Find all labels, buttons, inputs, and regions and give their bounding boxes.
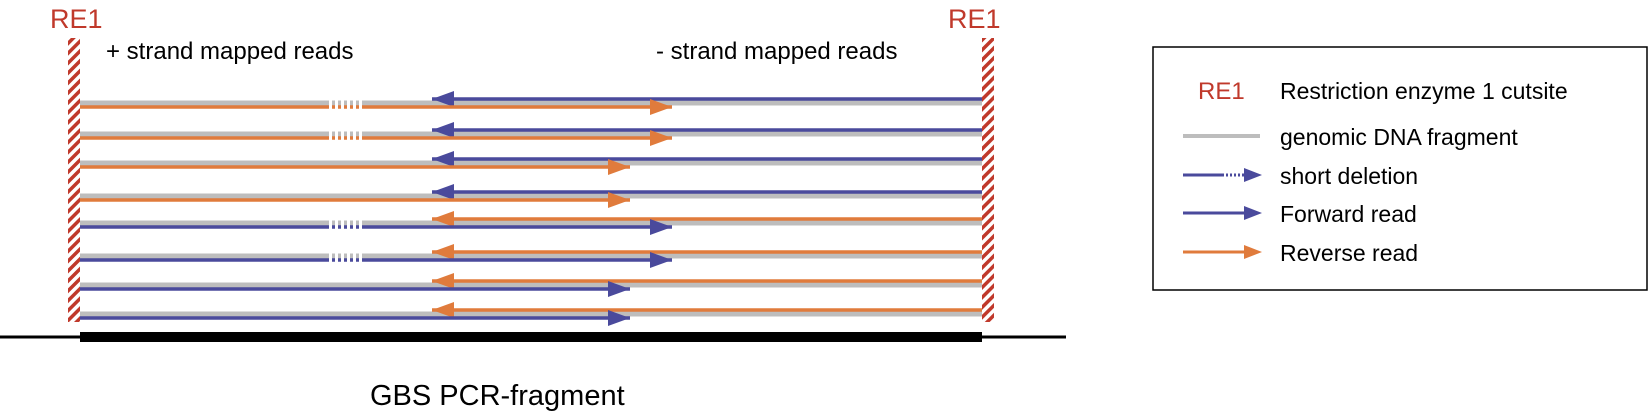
minus-strand-label: - strand mapped reads	[656, 38, 897, 65]
pcr-fragment	[80, 332, 982, 342]
read-row	[80, 91, 982, 115]
reverse-read-head	[650, 130, 672, 146]
legend-deletion-head	[1244, 168, 1262, 182]
forward-read-head	[432, 151, 454, 167]
legend-re1-symbol: RE1	[1198, 78, 1245, 105]
legend-label: Restriction enzyme 1 cutsite	[1280, 78, 1568, 104]
legend-item: Forward read	[1183, 201, 1417, 227]
fragment-label: GBS PCR-fragment	[370, 380, 625, 412]
legend-box	[1152, 46, 1648, 291]
plus-strand-label: + strand mapped reads	[106, 38, 354, 65]
reverse-read-head	[608, 192, 630, 208]
blue-arrow-head	[1244, 206, 1262, 220]
forward-read-head	[432, 91, 454, 107]
legend-label: Forward read	[1280, 201, 1417, 227]
re1-cutsite-left	[68, 38, 80, 322]
reverse-read-head	[432, 302, 454, 318]
read-row	[80, 211, 982, 235]
re1-label-right: RE1	[948, 4, 1001, 34]
reverse-read-head	[650, 99, 672, 115]
read-row	[80, 302, 982, 326]
legend-item: RE1 Restriction enzyme 1 cutsite	[1198, 78, 1568, 105]
legend-item: genomic DNA fragment	[1183, 124, 1518, 150]
forward-read-head	[608, 281, 630, 297]
read-row	[80, 273, 982, 297]
legend-item: short deletion	[1183, 163, 1418, 189]
forward-read-head	[432, 184, 454, 200]
read-row	[80, 122, 982, 146]
forward-read-head	[608, 310, 630, 326]
forward-read-head	[650, 252, 672, 268]
legend-label: genomic DNA fragment	[1280, 124, 1518, 150]
forward-read-head	[432, 122, 454, 138]
read-row	[80, 151, 982, 175]
legend-label: Reverse read	[1280, 240, 1418, 266]
reverse-read-head	[432, 244, 454, 260]
forward-read-head	[650, 219, 672, 235]
reverse-read-head	[432, 273, 454, 289]
legend-label: short deletion	[1280, 163, 1418, 189]
legend: RE1 Restriction enzyme 1 cutsite genomic D…	[1183, 78, 1568, 266]
read-row	[80, 244, 982, 268]
re1-cutsite-right	[982, 38, 994, 322]
reverse-read-head	[608, 159, 630, 175]
read-rows	[80, 91, 982, 326]
read-row	[80, 184, 982, 208]
re1-label-left: RE1	[50, 4, 103, 34]
orange-arrow-head	[1244, 245, 1262, 259]
legend-item: Reverse read	[1183, 240, 1418, 266]
reverse-read-head	[432, 211, 454, 227]
